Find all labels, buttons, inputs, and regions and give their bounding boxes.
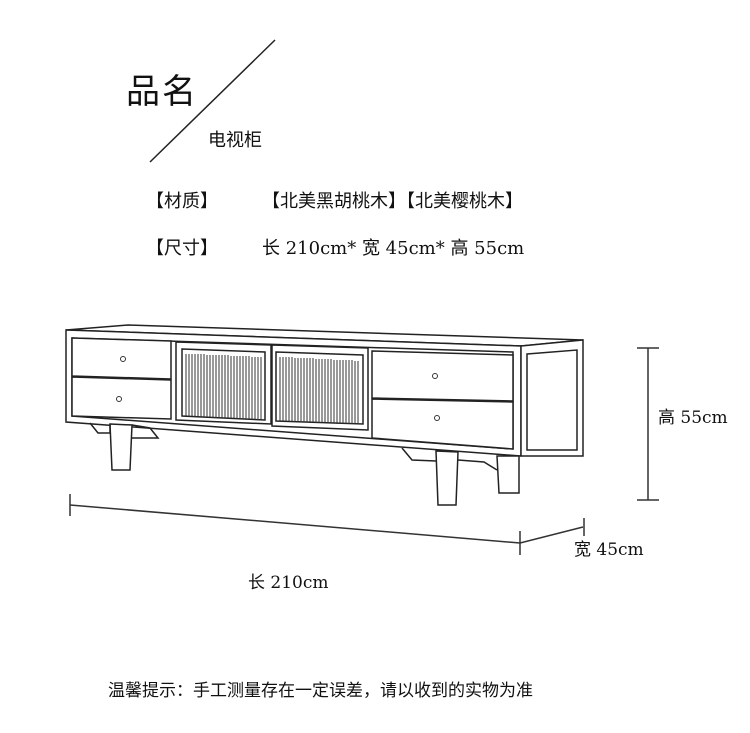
drawer-knobs [116,356,440,421]
size-label: 【尺寸】 [146,238,218,259]
knob-icon [120,356,126,362]
width-dimension-label: 宽 45cm [574,540,644,560]
material-value: 【北美黑胡桃木】【北美樱桃木】 [262,191,523,212]
page-title: 品名 [126,72,198,112]
knob-icon [432,373,438,379]
compartment-slats-left [185,354,262,420]
knob-icon [434,415,440,421]
product-name: 电视柜 [208,130,262,151]
footer-notice: 温馨提示：手工测量存在一定误差，请以收到的实物为准 [108,681,533,701]
height-dimension-label: 高 55cm [658,408,728,428]
size-value: 长 210cm* 宽 45cm* 高 55cm [262,238,525,259]
title-divider-line [149,39,276,163]
length-dimension-label: 长 210cm [248,573,329,593]
knob-icon [116,396,122,402]
compartment-slats-right [279,357,359,424]
cabinet-outline [65,324,584,506]
material-label: 【材质】 [146,191,218,212]
dimension-lines [69,347,659,555]
